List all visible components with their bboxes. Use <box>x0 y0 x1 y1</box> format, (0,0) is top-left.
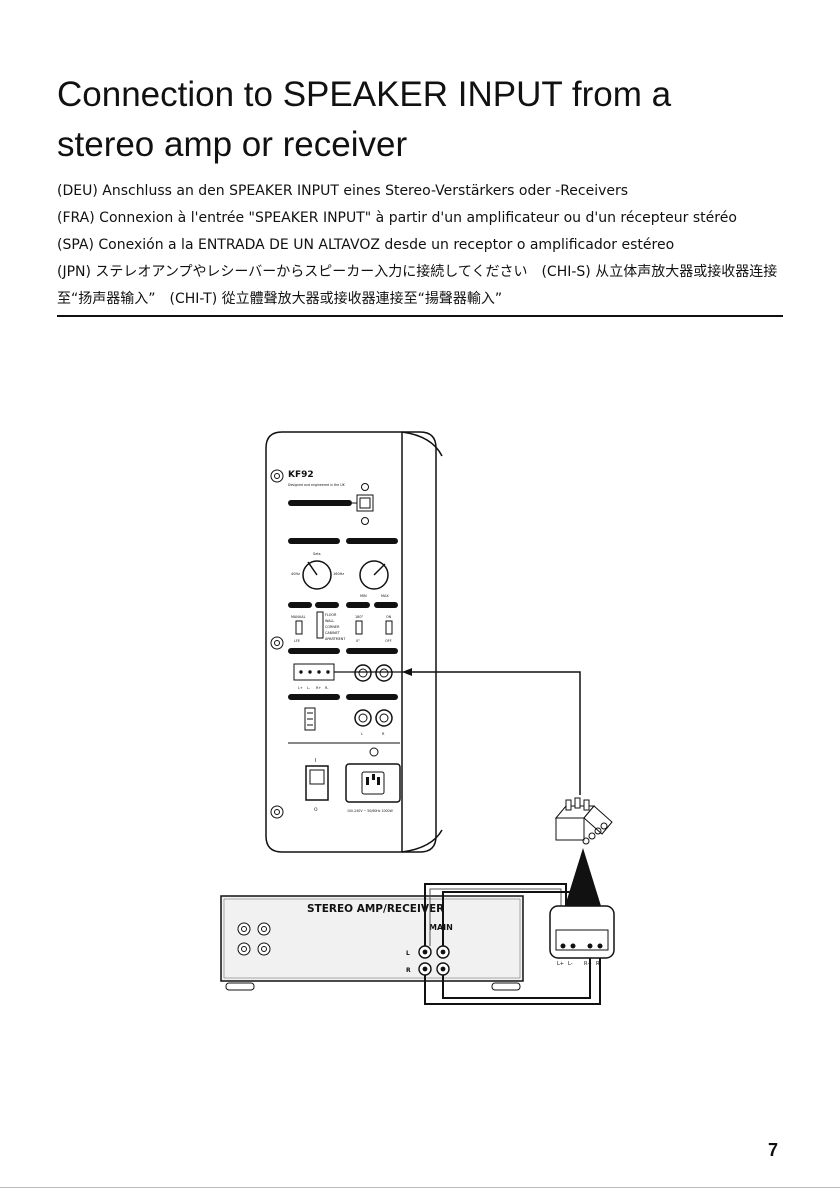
subwoofer-rear-panel: KF92 Designed and engineered in the UK S… <box>265 431 443 853</box>
heading-divider <box>57 315 783 317</box>
volume-dial-icon <box>359 560 389 590</box>
terminal-label-l-plus: L+ <box>298 686 303 690</box>
power-inlet-icon <box>345 763 401 803</box>
dial-label-sets: Sets <box>313 552 321 556</box>
screw-icon <box>270 469 284 483</box>
crossover-dial-icon <box>302 560 332 590</box>
switch-label-floor: FLOOR <box>325 613 337 617</box>
rca-jack-icon <box>375 709 393 727</box>
dial-label-min: MIN <box>360 594 367 598</box>
title-line-1: Connection to SPEAKER INPUT from a <box>57 75 672 114</box>
stereo-amplifier: STEREO AMP/RECEIVER MAIN L R <box>220 895 524 991</box>
amp-channel-label-l: L <box>406 950 410 957</box>
tagline-label: Designed and engineered in the UK <box>288 483 346 487</box>
amp-channel-label-r: R <box>406 967 411 974</box>
power-rating-label: 100-240V ~ 50/60Hz 1000W <box>347 809 394 813</box>
switch-label-off: OFF <box>385 639 392 643</box>
line-input-jack-icon <box>375 664 393 682</box>
mode-switch-icon <box>295 620 303 635</box>
dial-label-160hz: 160Hz <box>333 572 344 576</box>
page-bottom-edge <box>0 1187 840 1188</box>
amp-jack-icon <box>237 942 251 956</box>
switch-label-0: 0° <box>356 639 360 643</box>
rca-jack-icon <box>354 709 372 727</box>
power-label-off: O <box>314 807 318 813</box>
dial-label-max: MAX <box>381 594 389 598</box>
switch-label-apartment: APARTMENT <box>325 637 346 641</box>
power-label-on: I <box>315 758 316 764</box>
amp-jack-icon <box>237 922 251 936</box>
connector-closeup: L+ L- R+ R- <box>549 905 615 967</box>
connector-label-r-minus: R- <box>596 961 601 967</box>
translation-spa: (SPA) Conexión a la ENTRADA DE UN ALTAVO… <box>57 237 675 253</box>
page-number: 7 <box>768 1140 779 1160</box>
terminal-label-l-minus: L- <box>307 686 311 690</box>
translation-cjk: (JPN) ステレオアンプやレシーバーからスピーカー入力に接続してください (C… <box>57 264 778 307</box>
switch-label-corner: CORNER <box>325 625 340 629</box>
rca-label-l: L <box>361 732 363 736</box>
fuse-icon <box>369 747 379 757</box>
title-line-2: stereo amp or receiver <box>57 125 408 164</box>
switch-label-manual: MANUAL <box>291 615 306 619</box>
main-output-label: MAIN <box>429 923 453 932</box>
terminal-label-r-plus: R+ <box>316 686 321 690</box>
translation-deu: (DEU) Anschluss an den SPEAKER INPUT ein… <box>57 183 629 199</box>
connector-label-r-plus: R+ <box>584 961 592 967</box>
link-socket-icon <box>356 494 374 512</box>
detached-plug-icon <box>554 797 613 906</box>
translations-block: (DEU) Anschluss an den SPEAKER INPUT ein… <box>57 178 797 313</box>
dip-switch-icon <box>304 707 316 731</box>
line-input-jack-icon <box>354 664 372 682</box>
page-title: Connection to SPEAKER INPUT from a stere… <box>57 70 797 170</box>
amp-jack-icon <box>257 942 271 956</box>
power-switch-icon <box>305 765 329 801</box>
amp-jack-icon <box>257 922 271 936</box>
terminal-label-r-minus: R- <box>325 686 329 690</box>
connector-label-l-minus: L- <box>568 961 573 967</box>
power-mode-switch-icon <box>385 620 393 635</box>
terminal-callout-line <box>334 668 581 795</box>
switch-label-180: 180° <box>355 615 363 619</box>
switch-label-on: ON <box>386 615 392 619</box>
screw-icon <box>270 636 284 650</box>
switch-label-lfe: LFE <box>294 639 300 643</box>
rca-label-r: R <box>382 732 385 736</box>
switch-label-wall: WALL <box>325 619 334 623</box>
amp-label: STEREO AMP/RECEIVER <box>307 903 444 915</box>
model-label: KF92 <box>288 470 314 480</box>
dial-label-40hz: 40Hz <box>291 572 300 576</box>
screw-icon <box>270 805 284 819</box>
switch-label-cabinet: CABINET <box>325 631 341 635</box>
phase-switch-icon <box>355 620 363 635</box>
connector-label-l-plus: L+ <box>557 961 564 967</box>
translation-fra: (FRA) Connexion à l'entrée "SPEAKER INPU… <box>57 210 737 226</box>
